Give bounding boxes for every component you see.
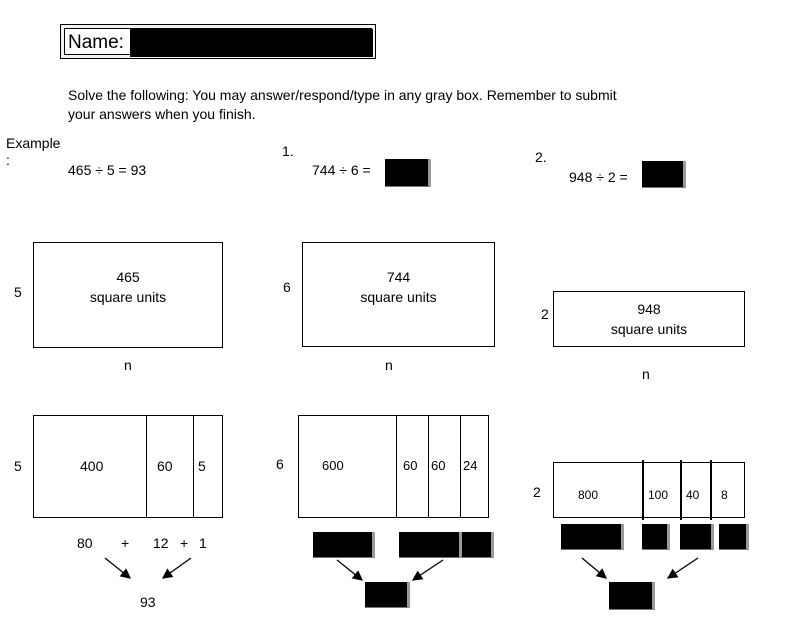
problem1-arrow-right — [411, 559, 444, 581]
example-divider-2 — [193, 415, 194, 518]
problem1-answer-box[interactable] — [385, 159, 431, 187]
problem1-area-rectangle: 744 square units — [302, 242, 495, 347]
problem2-split-rectangle — [553, 462, 745, 518]
problem1-split-rectangle — [298, 415, 489, 518]
name-label: Name: — [68, 32, 124, 53]
example-arrow-right — [161, 557, 192, 579]
problem2-area-units: square units — [610, 321, 688, 337]
example-side-label: 5 — [14, 284, 22, 300]
problem1-split-side-label: 6 — [276, 456, 284, 472]
problem2-split-side-label: 2 — [533, 484, 541, 500]
problem1-n-label: n — [385, 357, 393, 373]
problem2-arrow-right — [666, 557, 699, 579]
name-redacted-value — [130, 29, 373, 57]
instructions-line-1: Solve the following: You may answer/resp… — [68, 87, 617, 103]
problem1-arrow-left — [336, 559, 364, 581]
example-sum-1: 1 — [199, 535, 207, 551]
instructions-line-2: your answers when you finish. — [68, 106, 256, 122]
problem1-divider-2 — [428, 415, 429, 518]
problem1-quotient-box-1[interactable] — [313, 532, 375, 558]
problem2-quotient-box-1[interactable] — [561, 524, 624, 550]
problem1-equation: 744 ÷ 6 = — [312, 162, 371, 178]
example-sum-plus-2: + — [180, 535, 189, 551]
example-n-label: n — [124, 357, 132, 373]
problem1-divider-1 — [396, 415, 397, 518]
example-colon: : — [6, 152, 10, 168]
problem2-side-label: 2 — [541, 306, 549, 322]
problem2-part-800: 800 — [578, 488, 599, 502]
problem1-quotient-box-3[interactable] — [462, 532, 494, 558]
example-sum-plus-1: + — [121, 535, 130, 551]
name-field: Name: — [60, 24, 376, 59]
problem2-quotient-box-3[interactable] — [680, 524, 714, 550]
example-area-units: square units — [89, 289, 167, 305]
problem1-part-600: 600 — [322, 458, 344, 473]
problem2-divider-3 — [710, 460, 712, 520]
problem2-n-label: n — [642, 366, 650, 382]
example-arrow-left — [104, 557, 132, 579]
problem2-quotient-box-2[interactable] — [642, 524, 670, 550]
example-equation: 465 ÷ 5 = 93 — [68, 162, 147, 178]
example-part-400: 400 — [80, 458, 104, 474]
example-sum-12: 12 — [153, 535, 169, 551]
example-label: Example — [6, 135, 61, 151]
example-part-60: 60 — [157, 458, 173, 474]
example-split-side-label: 5 — [14, 458, 22, 474]
example-result: 93 — [140, 594, 156, 610]
problem2-equation: 948 ÷ 2 = — [569, 169, 628, 185]
problem2-part-8: 8 — [721, 488, 728, 502]
problem2-part-40: 40 — [686, 488, 700, 502]
problem2-area-value: 948 — [637, 301, 661, 317]
problem1-quotient-box-2[interactable] — [399, 532, 462, 558]
problem2-answer-box[interactable] — [642, 161, 686, 188]
example-area-rectangle: 465 square units — [33, 242, 223, 348]
problem1-number: 1. — [282, 143, 294, 159]
problem2-arrow-left — [581, 557, 607, 579]
problem1-divider-3 — [460, 415, 461, 518]
example-sum-80: 80 — [77, 535, 93, 551]
example-part-5: 5 — [198, 458, 206, 474]
problem1-area-value: 744 — [386, 269, 411, 285]
problem1-total-box[interactable] — [365, 582, 410, 608]
problem2-quotient-box-4[interactable] — [719, 524, 749, 550]
problem1-part-24: 24 — [463, 458, 478, 473]
problem2-total-box[interactable] — [609, 582, 655, 610]
example-split-rectangle — [33, 415, 223, 518]
problem2-divider-1 — [642, 460, 644, 520]
problem1-part-60-a: 60 — [403, 458, 418, 473]
problem2-number: 2. — [535, 149, 547, 165]
problem1-side-label: 6 — [283, 279, 291, 295]
problem1-area-units: square units — [360, 289, 437, 305]
problem2-divider-2 — [680, 460, 682, 520]
example-divider-1 — [146, 415, 147, 518]
example-area-value: 465 — [116, 269, 140, 285]
problem2-area-rectangle: 948 square units — [553, 291, 745, 347]
problem2-part-100: 100 — [648, 488, 669, 502]
problem1-part-60-b: 60 — [431, 458, 446, 473]
